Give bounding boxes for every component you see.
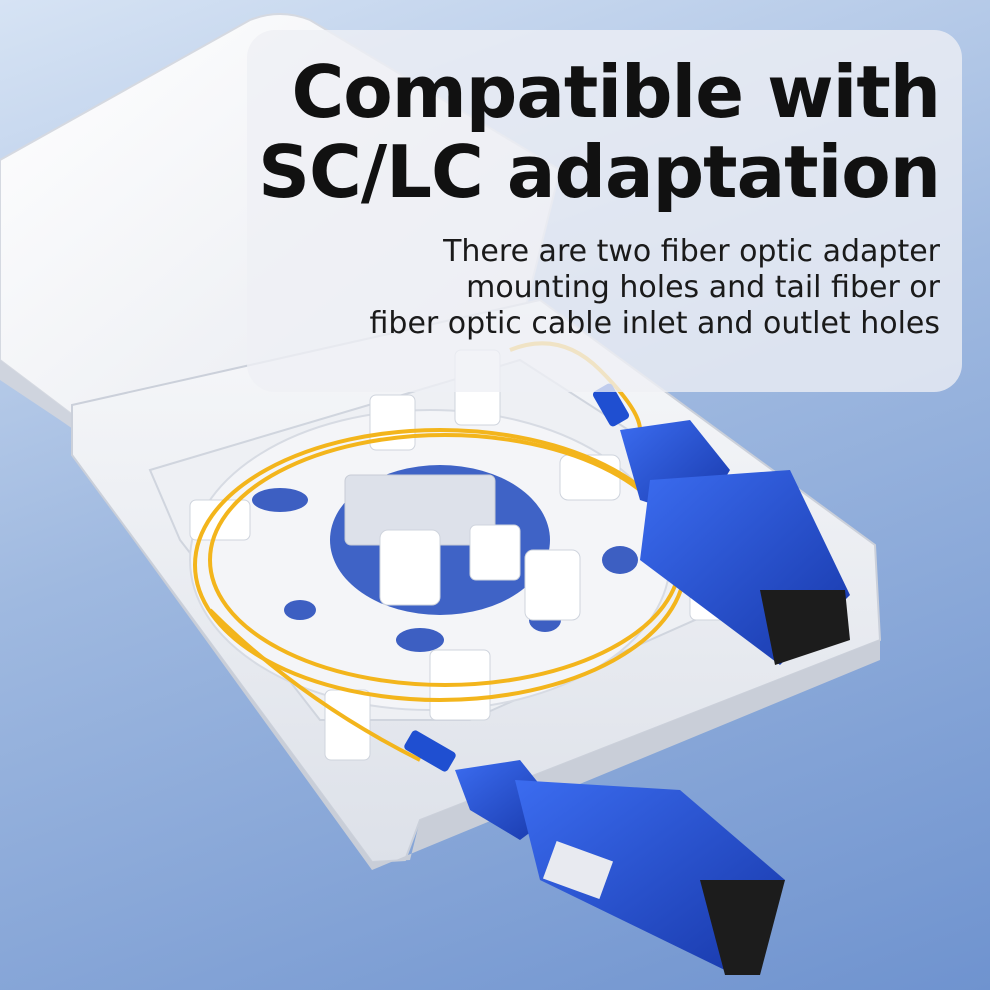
caption-panel: Compatible with SC/LC adaptation There a… <box>247 30 962 392</box>
description: There are two fiber optic adapter mounti… <box>247 234 940 342</box>
description-line-1: There are two fiber optic adapter <box>443 234 940 269</box>
headline-line-2: SC/LC adaptation <box>258 130 941 214</box>
description-line-2: mounting holes and tail fiber or <box>466 270 940 305</box>
description-line-3: fiber optic cable inlet and outlet holes <box>369 306 940 341</box>
headline: Compatible with SC/LC adaptation <box>247 50 941 214</box>
sc-connector-bottom <box>404 730 785 975</box>
headline-line-1: Compatible with <box>291 50 941 134</box>
sc-connector-top <box>592 383 850 665</box>
spool <box>189 349 736 761</box>
